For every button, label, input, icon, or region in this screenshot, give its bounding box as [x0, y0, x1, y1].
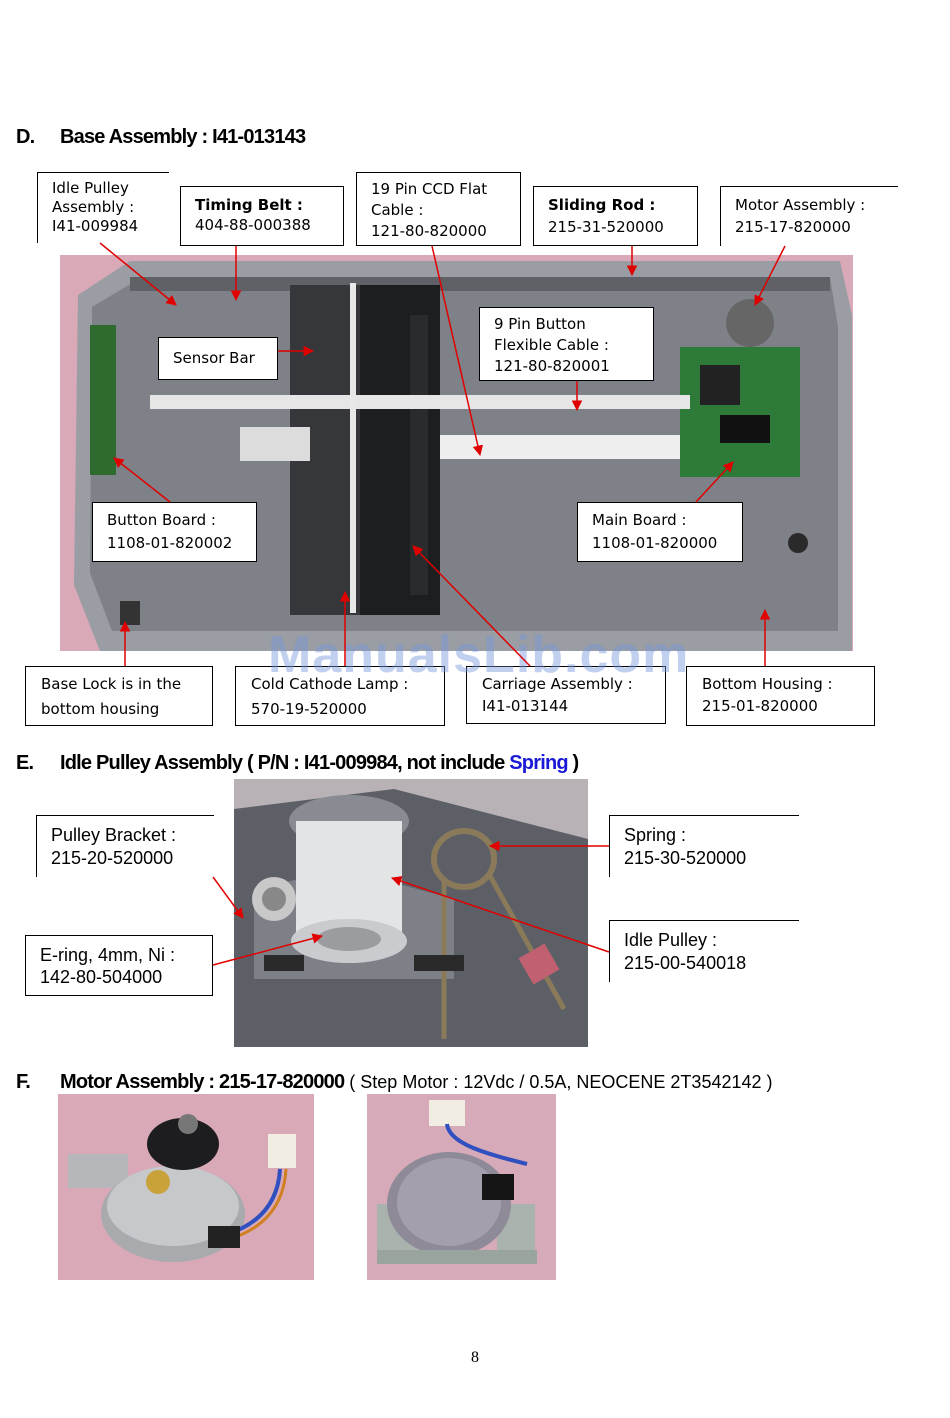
section-letter: F.: [16, 1071, 31, 1093]
label-name: Timing Belt :: [195, 196, 303, 214]
label-name: Carriage Assembly :: [482, 675, 633, 693]
label-name: Sliding Rod :: [548, 196, 656, 214]
section-letter: E.: [16, 752, 34, 774]
label-name: Idle Pulley :: [624, 930, 718, 950]
label-pn: 215-01-820000: [702, 697, 818, 715]
section-letter: D.: [16, 126, 35, 148]
arrow-pulley-bracket: [212, 876, 244, 919]
label-ccd-cable: 19 Pin CCD Flat Cable : 121-80-820000: [356, 172, 521, 246]
label-pn: 1108-01-820002: [107, 534, 233, 552]
label-name: Pulley Bracket :: [51, 825, 177, 845]
arrow-carriage: [412, 545, 531, 667]
label-cold-cathode-lamp: Cold Cathode Lamp : 570-19-520000: [235, 666, 445, 726]
label-name: Spring :: [624, 825, 687, 845]
label-pn: 570-19-520000: [251, 700, 367, 718]
label-pn: 404-88-000388: [195, 216, 311, 234]
arrow-e-ring: [212, 933, 324, 966]
label-line: Base Lock is in the: [41, 675, 182, 693]
label-idle-pulley: Idle Pulley : 215-00-540018: [609, 920, 799, 982]
arrow-ccd-cable: [431, 245, 484, 457]
section-e-heading: E. Idle Pulley Assembly ( P/N : I41-00998…: [16, 752, 580, 775]
label-pulley-bracket: Pulley Bracket : 215-20-520000: [36, 815, 214, 877]
label-line: Flexible Cable :: [494, 336, 609, 354]
label-line: bottom housing: [41, 700, 160, 718]
label-idle-pulley-assembly: Idle Pulley Assembly : I41-009984: [37, 172, 169, 243]
label-pn: 1108-01-820000: [592, 534, 718, 552]
label-line: Assembly :: [52, 198, 135, 216]
motor-photo-front: [58, 1094, 314, 1280]
motor-photo-side: [367, 1094, 556, 1280]
arrow-idle-pulley-part: [391, 876, 610, 953]
arrow-motor-assembly: [754, 245, 786, 306]
label-line: 121-80-820000: [371, 222, 487, 240]
label-carriage-assembly: Carriage Assembly : I41-013144: [466, 666, 666, 724]
label-line: Cable :: [371, 201, 424, 219]
idle-pulley-photo: [234, 779, 588, 1047]
label-button-cable: 9 Pin Button Flexible Cable : 121-80-820…: [479, 307, 654, 381]
section-title: Motor Assembly : 215-17-820000: [60, 1071, 345, 1093]
label-sensor-bar: Sensor Bar: [158, 337, 278, 380]
label-name: Sensor Bar: [173, 349, 255, 367]
label-name: Button Board :: [107, 511, 216, 529]
label-line: Idle Pulley: [52, 179, 129, 197]
label-timing-belt: Timing Belt : 404-88-000388: [180, 186, 344, 246]
label-pn: 142-80-504000: [40, 967, 163, 987]
label-spring: Spring : 215-30-520000: [609, 815, 799, 877]
label-name: Cold Cathode Lamp :: [251, 675, 409, 693]
watermark: ManualsLib.com: [268, 626, 690, 684]
label-main-board: Main Board : 1108-01-820000: [577, 502, 743, 562]
label-line: 19 Pin CCD Flat: [371, 180, 488, 198]
arrow-main-board: [695, 461, 734, 503]
section-f-heading: F. Motor Assembly : 215-17-820000 ( Step …: [16, 1071, 773, 1094]
label-sliding-rod: Sliding Rod : 215-31-520000: [533, 186, 698, 246]
label-pn: 215-17-820000: [735, 218, 851, 236]
section-title: Idle Pulley Assembly ( P/N : I41-009984,…: [60, 752, 510, 774]
label-button-board: Button Board : 1108-01-820002: [92, 502, 257, 562]
label-name: Main Board :: [592, 511, 687, 529]
label-line: I41-009984: [52, 217, 139, 235]
section-d-heading: D. Base Assembly : I41-013143: [16, 126, 306, 149]
page-number: 8: [471, 1349, 479, 1366]
label-pn: I41-013144: [482, 697, 569, 715]
section-title-highlight: Spring: [509, 752, 568, 774]
label-pn: 215-00-540018: [624, 953, 747, 973]
section-title: Base Assembly : I41-013143: [60, 126, 306, 148]
label-name: Bottom Housing :: [702, 675, 833, 693]
section-title-suffix: ): [567, 752, 580, 774]
label-base-lock: Base Lock is in the bottom housing: [25, 666, 213, 726]
label-pn: 215-31-520000: [548, 218, 664, 236]
label-motor-assembly: Motor Assembly : 215-17-820000: [720, 186, 898, 246]
label-name: E-ring, 4mm, Ni :: [40, 945, 176, 965]
section-title-note: ( Step Motor : 12Vdc / 0.5A, NEOCENE 2T3…: [344, 1072, 773, 1092]
label-pn: 215-20-520000: [51, 848, 174, 868]
label-name: Motor Assembly :: [735, 196, 866, 214]
arrow-button-board: [113, 457, 171, 503]
label-e-ring: E-ring, 4mm, Ni : 142-80-504000: [25, 935, 213, 996]
label-line: 121-80-820001: [494, 357, 610, 375]
label-pn: 215-30-520000: [624, 848, 747, 868]
label-line: 9 Pin Button: [494, 315, 586, 333]
arrow-idle-pulley: [99, 242, 177, 306]
label-bottom-housing: Bottom Housing : 215-01-820000: [686, 666, 875, 726]
